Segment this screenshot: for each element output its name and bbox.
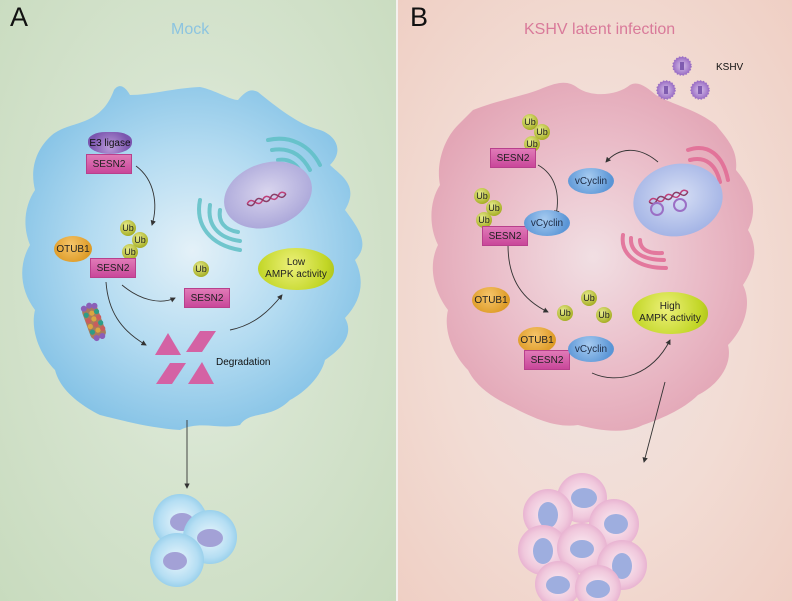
arrow-to-otub1-complex (507, 244, 549, 313)
vcyclin-protein: vCyclin (568, 168, 614, 194)
fragment-parallelogram (156, 363, 186, 384)
ubiquitin: Ub (596, 307, 612, 323)
normal-cells-outcome (150, 494, 237, 587)
ubiquitin: Ub (522, 114, 538, 130)
endoplasmic-reticulum (197, 136, 322, 252)
ubiquitin: Ub (486, 200, 502, 216)
panel-b-kshv: B KSHV latent infection (398, 0, 792, 601)
arrow-to-degradation (105, 281, 147, 346)
arrow-sesn2-to-vcyclin (537, 164, 560, 216)
ubiquitin: Ub (557, 305, 573, 321)
ubiquitin: Ub (474, 188, 490, 204)
sesn2-protein: SESN2 (90, 258, 136, 278)
sesn2-protein: SESN2 (482, 226, 528, 246)
ubiquitin: Ub (534, 124, 550, 140)
fragment-parallelogram (186, 331, 216, 352)
panel-label: A (10, 2, 29, 32)
ubiquitin: Ub (120, 220, 136, 236)
ampk-activity-high: High AMPK activity (632, 292, 708, 334)
arrow-to-outcome (642, 381, 666, 463)
ubiquitin: Ub (122, 244, 138, 260)
panel-title: KSHV latent infection (524, 21, 676, 38)
ubiquitin: Ub (581, 290, 597, 306)
tumor-cell-cluster (518, 473, 647, 601)
vcyclin-protein: vCyclin (524, 210, 570, 236)
proteasome-icon (80, 302, 106, 342)
panel-label: B (410, 2, 429, 32)
ubiquitin: Ub (132, 232, 148, 248)
otub1-protein: OTUB1 (518, 327, 556, 353)
sesn2-protein: SESN2 (184, 288, 230, 308)
arrow-to-ampk (229, 294, 283, 331)
ampk-level: High (659, 301, 681, 312)
panel-divider (396, 0, 398, 601)
degraded-fragments (155, 331, 216, 384)
viral-episome-icon (650, 198, 687, 216)
dna-helix-icon (246, 191, 287, 207)
e3-ligase: E3 ligase (88, 132, 132, 154)
sesn2-protein: SESN2 (86, 154, 132, 174)
vcyclin-protein: vCyclin (568, 336, 614, 362)
panel-a-mock: A Mock (0, 0, 396, 601)
cell-membrane (431, 82, 755, 431)
sesn2-protein: SESN2 (524, 350, 570, 370)
ubiquitin: Ub (193, 261, 209, 277)
ampk-label: AMPK activity (265, 269, 327, 280)
nucleus (224, 161, 312, 229)
ampk-label: AMPK activity (639, 313, 701, 324)
fragment-triangle (155, 333, 181, 355)
kshv-label: KSHV (716, 62, 744, 73)
arrow-to-ampk (591, 339, 671, 379)
fragment-triangle (188, 362, 214, 384)
panel-title: Mock (171, 21, 210, 38)
ubiquitin: Ub (476, 212, 492, 228)
degradation-label: Degradation (216, 357, 271, 368)
dna-helix-icon (648, 189, 689, 205)
otub1-protein: OTUB1 (54, 236, 92, 262)
arrow-ubiquitination (135, 165, 156, 226)
arrow-nucleus-to-vcyclin (605, 149, 659, 163)
panel-b-graphics (431, 56, 755, 601)
ampk-level: Low (286, 257, 306, 268)
sesn2-protein: SESN2 (490, 148, 536, 168)
ampk-activity-low: Low AMPK activity (258, 248, 334, 290)
kshv-virion-icon (656, 56, 710, 100)
otub1-protein: OTUB1 (472, 287, 510, 313)
arrow-deubiquitination (121, 284, 176, 303)
